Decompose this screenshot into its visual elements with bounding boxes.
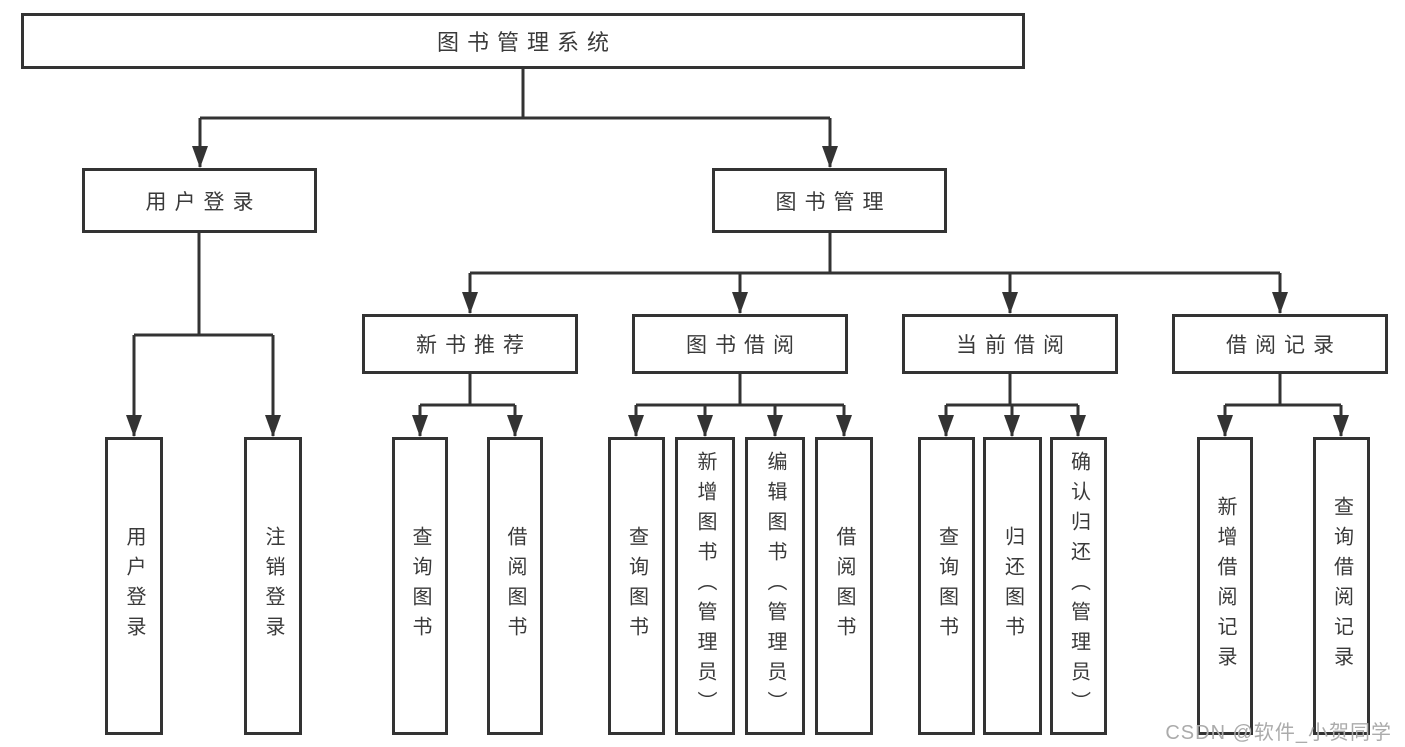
node-new-book-recommend: 新书推荐 (362, 314, 578, 374)
connectors (126, 69, 1349, 437)
leaf-query-books-recommend: 查询图书 (392, 437, 448, 735)
leaf-label: 用户登录 (123, 526, 145, 646)
csdn-watermark: CSDN @软件_小贺同学 (1165, 722, 1392, 744)
leaf-label: 查询借阅记录 (1330, 496, 1353, 676)
leaf-label: 借阅图书 (833, 526, 855, 646)
leaf-user-login: 用户登录 (105, 437, 163, 735)
leaf-label: 确认归还（管理员） (1067, 451, 1090, 721)
node-root: 图书管理系统 (21, 13, 1025, 69)
leaf-query-books-borrowing: 查询图书 (608, 437, 665, 735)
leaf-label: 借阅图书 (504, 526, 526, 646)
leaf-label: 查询图书 (935, 526, 958, 646)
leaf-query-borrow-record: 查询借阅记录 (1313, 437, 1370, 735)
leaf-return-books: 归还图书 (983, 437, 1042, 735)
node-book-management: 图书管理 (712, 168, 947, 233)
node-book-borrowing: 图书借阅 (632, 314, 848, 374)
leaf-confirm-return-admin: 确认归还（管理员） (1050, 437, 1107, 735)
leaf-edit-books-admin: 编辑图书（管理员） (745, 437, 805, 735)
leaf-query-books-current: 查询图书 (918, 437, 975, 735)
node-borrowing-records: 借阅记录 (1172, 314, 1388, 374)
leaf-label: 归还图书 (1001, 526, 1024, 646)
leaf-label: 编辑图书（管理员） (764, 451, 786, 721)
node-current-borrowing: 当前借阅 (902, 314, 1118, 374)
leaf-label: 新增借阅记录 (1214, 496, 1236, 676)
leaf-label: 新增图书（管理员） (694, 451, 716, 721)
leaf-label: 查询图书 (625, 526, 648, 646)
leaf-logout-login: 注销登录 (244, 437, 302, 735)
leaf-label: 注销登录 (262, 526, 284, 646)
leaf-borrow-books-recommend: 借阅图书 (487, 437, 543, 735)
leaf-borrow-books: 借阅图书 (815, 437, 873, 735)
leaf-add-books-admin: 新增图书（管理员） (675, 437, 735, 735)
node-user-login: 用户登录 (82, 168, 317, 233)
leaf-label: 查询图书 (409, 526, 431, 646)
leaf-add-borrow-record: 新增借阅记录 (1197, 437, 1253, 735)
